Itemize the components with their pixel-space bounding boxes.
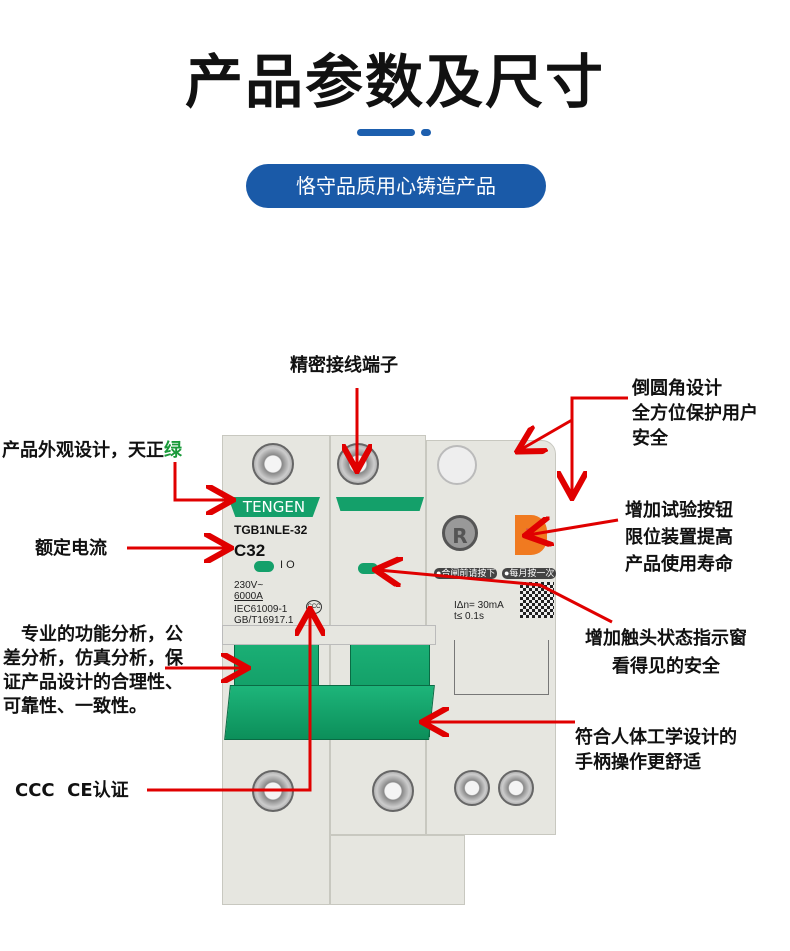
- indicator-window: [254, 561, 274, 572]
- wiring-diagram-icon: [454, 640, 549, 695]
- terminal-screw-icon: [252, 443, 294, 485]
- on-off-symbol: I O: [280, 559, 295, 571]
- terminal-screw-icon: [372, 770, 414, 812]
- voltage-label: 230V~: [234, 580, 264, 591]
- terminal-screw-icon: [498, 770, 534, 806]
- arrow: [147, 612, 310, 792]
- title-underline-dot: [421, 129, 431, 136]
- label-analysis: 专业的功能分析，公 差分析，仿真分析，保 证产品设计的合理性、 可靠性、一致性。: [3, 624, 183, 717]
- standard-label: GB/T16917.1: [234, 615, 294, 626]
- label-appearance: 产品外观设计，天正绿: [2, 440, 182, 461]
- arrow: [520, 418, 573, 450]
- model-label: TGB1NLE-32: [234, 523, 308, 537]
- label-certification: CCC CE认证: [15, 780, 129, 801]
- subtitle-badge: 恪守品质用心铸造产品: [246, 164, 546, 208]
- trip-time-label: t≤ 0.1s: [454, 611, 484, 622]
- standard-label: IEC61009-1: [234, 604, 288, 615]
- arrow: [572, 396, 628, 495]
- title-underline: [357, 129, 415, 136]
- label-rounded-corner: 倒圆角设计 全方位保护用户 安全: [632, 378, 758, 449]
- arrow: [528, 520, 619, 535]
- label-rated-current: 额定电流: [35, 538, 107, 559]
- rating-label: C32: [234, 541, 266, 560]
- page-title: 产品参数及尺寸: [184, 48, 605, 116]
- tag-label: ●合闸前请按下: [434, 568, 498, 579]
- terminal-screw-icon: [454, 770, 490, 806]
- label-indicator: 增加触头状态指示窗 看得见的安全: [585, 628, 747, 677]
- brand-label: TENGEN: [228, 497, 320, 517]
- breaking-capacity-label: 6000A: [234, 591, 263, 602]
- residual-current-label: IΔn= 30mA: [454, 600, 504, 611]
- arrow: [378, 570, 613, 624]
- reset-button[interactable]: R: [442, 515, 478, 551]
- contact-indicator-window[interactable]: [358, 563, 378, 574]
- label-ergonomic: 符合人体工学设计的 手柄操作更舒适: [575, 727, 737, 773]
- tag-label: ●每月按一次: [502, 568, 557, 579]
- arrow: [173, 462, 230, 500]
- label-test-button: 增加试验按钮 限位装置提高 产品使用寿命: [625, 500, 733, 575]
- label-terminal: 精密接线端子: [290, 355, 398, 376]
